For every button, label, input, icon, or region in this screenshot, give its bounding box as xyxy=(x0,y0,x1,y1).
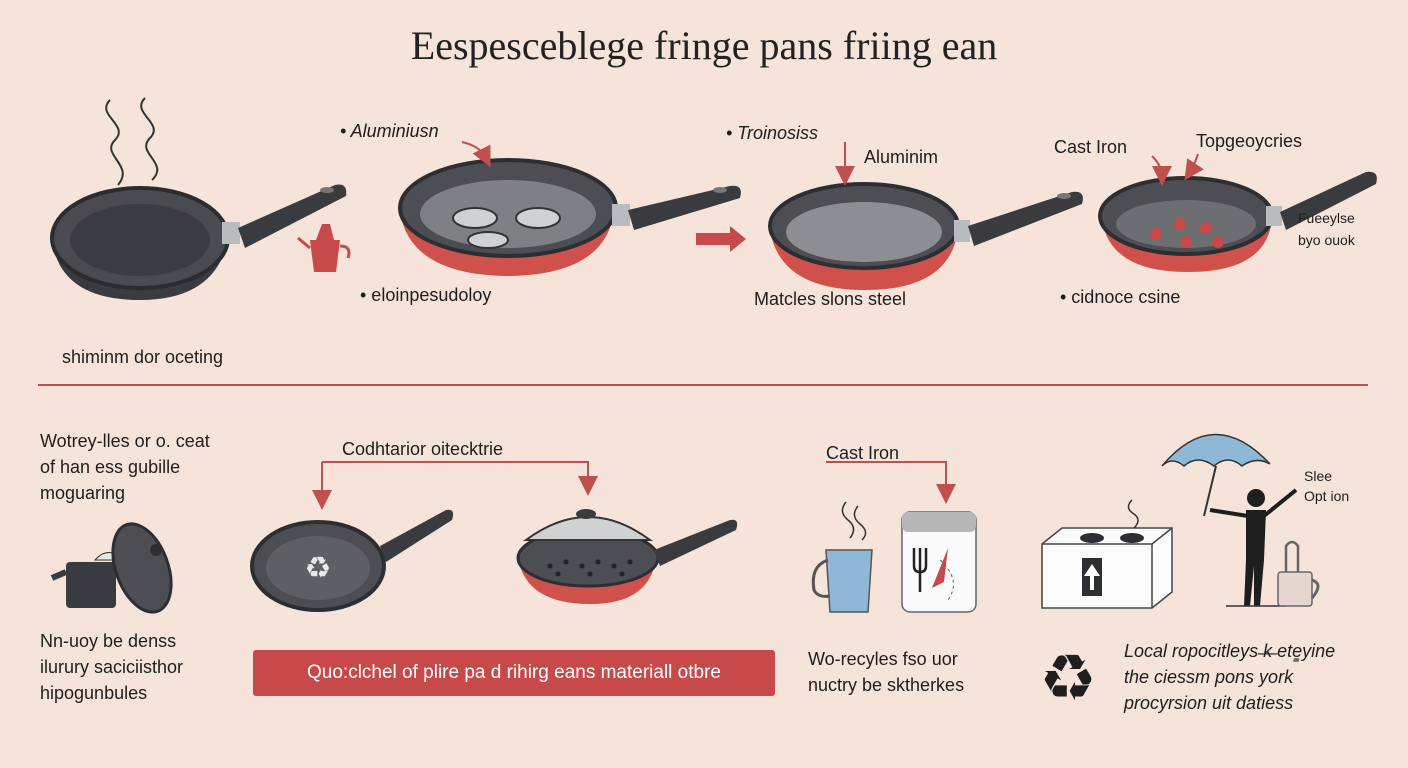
cast-iron-text-line: nuctry be sktherkes xyxy=(808,675,965,695)
cast-iron-pan-icon xyxy=(1098,171,1377,272)
pan4-label-bottom: • cidnoce csine xyxy=(1060,287,1181,307)
recycle-icon: ♻ xyxy=(1039,642,1096,716)
connector-label: Codhtarior oitecktrie xyxy=(342,439,504,459)
red-pan-eggs-icon xyxy=(398,158,741,276)
left-text-line: moguaring xyxy=(40,483,126,503)
recycle-pan-icon: ♻ xyxy=(250,509,454,612)
cast-iron-text-block: Wo-recyles fso uor nuctry be sktherkes xyxy=(808,646,964,698)
pan4-side-line1: Fueeylse xyxy=(1298,210,1355,226)
cast-iron-text-line: Wo-recyles fso uor xyxy=(808,649,958,669)
left-text2-line: Nn-uoy be denss xyxy=(40,631,177,651)
recycle-text-block: Local ropocitleys ̶k̶ ete̳yine the ciess… xyxy=(1124,638,1335,716)
svg-text:♻: ♻ xyxy=(305,551,332,586)
right-arrow-icon xyxy=(696,226,746,252)
summary-banner: Quo:clchel of plire pa d rihirg eans mat… xyxy=(253,650,775,696)
pan1-caption: shiminm dor oceting xyxy=(62,347,224,367)
cast-iron-label: Cast Iron xyxy=(826,443,900,463)
pan4-label-left: Cast Iron xyxy=(1054,137,1128,157)
left-text-block: Wotrey-lles or o. ceat of han ess gubill… xyxy=(40,428,210,506)
pan4-label-right: Topgeoycries xyxy=(1196,131,1303,151)
pan3-label-top: • Troinosiss xyxy=(726,123,818,143)
connector-arrow-icon xyxy=(322,461,598,496)
option-label-block: Slee Opt ion xyxy=(1304,466,1349,506)
arrow-icon xyxy=(826,461,956,504)
pan3-label-mid: Aluminim xyxy=(864,147,939,167)
option-label-line: Slee xyxy=(1304,468,1333,484)
page-title: Eespesceblege fringe pans friing ean xyxy=(410,23,998,68)
steel-pan-icon xyxy=(768,182,1083,290)
arrow-icon xyxy=(1151,155,1172,186)
dark-pan-icon xyxy=(50,97,347,300)
lidded-pan-icon xyxy=(516,509,738,604)
box-icon xyxy=(1041,499,1173,609)
container-icon xyxy=(901,511,977,613)
arrow-icon xyxy=(1184,153,1204,181)
cup-icon xyxy=(811,501,873,613)
left-text2-line: ilurury saciciisthor xyxy=(40,657,184,677)
pot-and-lid-icon xyxy=(50,522,173,614)
section-divider xyxy=(38,384,1368,386)
recycle-text-line: Local ropocitleys ̶k̶ ete̳yine xyxy=(1124,641,1336,661)
pan2-label-top: • Aluminiusn xyxy=(340,121,439,141)
recycle-text-line: procyrsion uit datiess xyxy=(1124,693,1294,713)
kettle-icon xyxy=(297,224,351,272)
pan2-label-bottom: • eloinpesudoloy xyxy=(360,285,492,305)
recycle-text-line: the ciessm pons york xyxy=(1124,667,1294,687)
option-label-line: Opt ion xyxy=(1304,488,1350,504)
left-text-line: of han ess gubille xyxy=(40,457,181,477)
person-umbrella-icon xyxy=(1161,433,1298,607)
mug-icon xyxy=(1277,540,1320,607)
pan3-label-bottom: Matcles slons steel xyxy=(754,289,907,309)
left-text-line: Wotrey-lles or o. ceat xyxy=(40,431,210,451)
arrow-icon xyxy=(461,141,491,167)
left-text-block-2: Nn-uoy be denss ilurury saciciisthor hip… xyxy=(40,628,183,706)
left-text2-line: hipogunbules xyxy=(40,683,148,703)
pan4-side-line2: byo ouok xyxy=(1298,232,1355,248)
